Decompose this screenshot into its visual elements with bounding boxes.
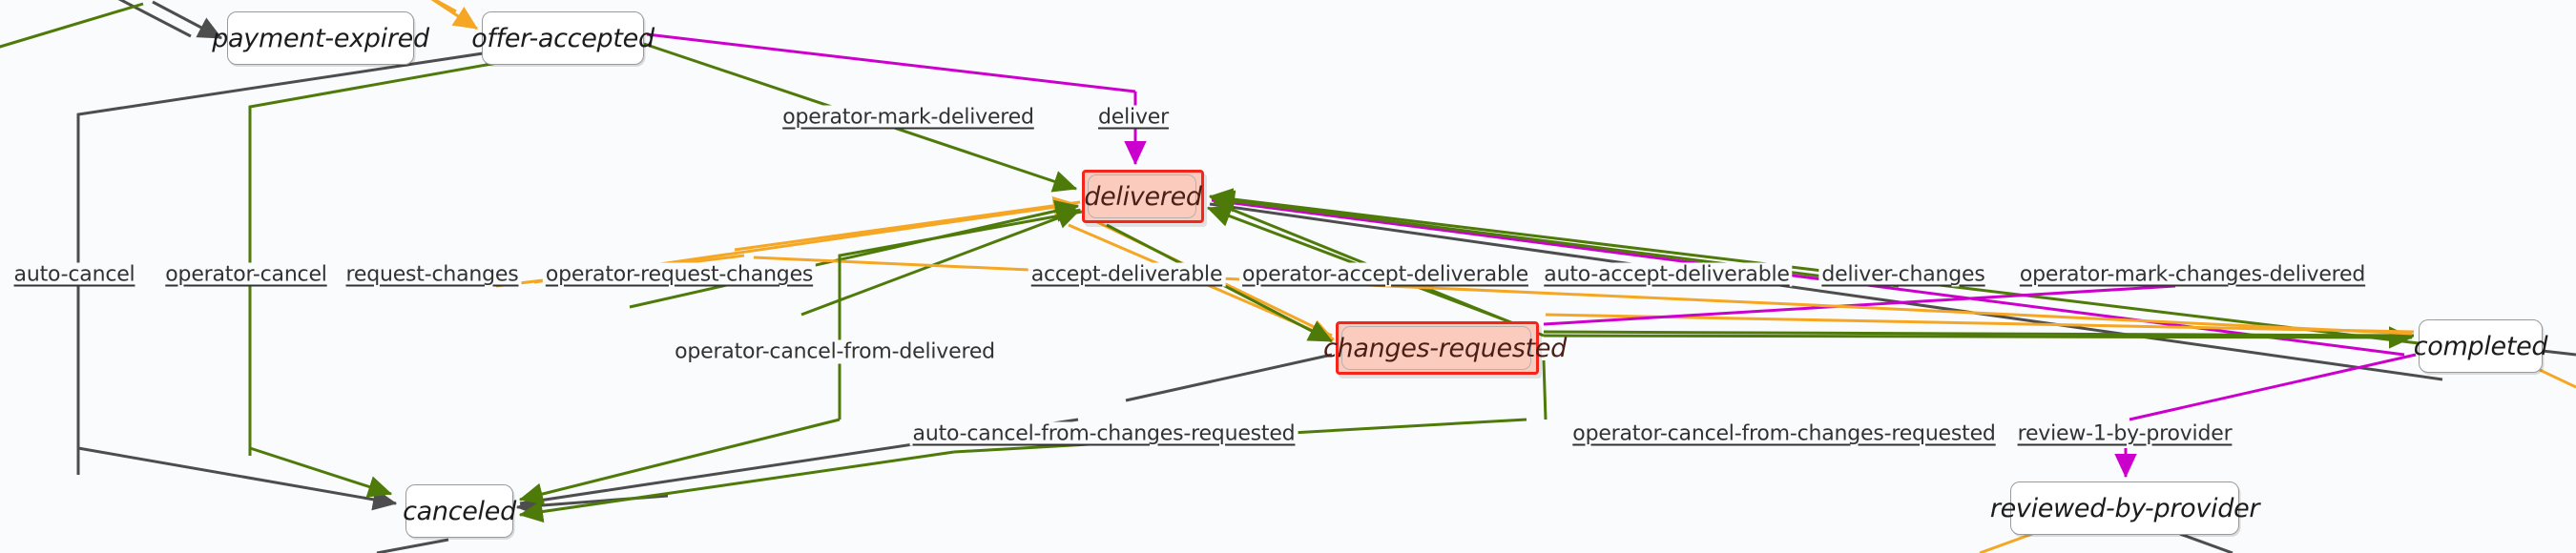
edge-label-accept-deliverable[interactable]: accept-deliverable (1028, 262, 1226, 287)
edge-label-request-changes[interactable]: request-changes (343, 262, 522, 287)
edge-label-auto-accept-deliverable[interactable]: auto-accept-deliverable (1541, 262, 1793, 287)
edge-label-operator-mark-changes-delivered[interactable]: operator-mark-changes-delivered (2016, 262, 2369, 287)
edge-label-operator-mark-delivered[interactable]: operator-mark-delivered (779, 105, 1037, 130)
state-node-label: offer-accepted (471, 23, 654, 53)
state-node-offer-accepted[interactable]: offer-accepted (471, 11, 654, 65)
state-node-label: reviewed-by-provider (1989, 493, 2260, 523)
state-node-reviewed-by-provider[interactable]: reviewed-by-provider (1990, 481, 2259, 535)
state-node-label: payment-expired (212, 23, 429, 53)
edge-label-deliver-changes[interactable]: deliver-changes (1818, 262, 1988, 287)
edge-label-operator-cancel-from-changes-requested[interactable]: operator-cancel-from-changes-requested (1569, 421, 1999, 446)
edge-label-review-1-by-provider[interactable]: review-1-by-provider (2014, 421, 2235, 446)
state-node-canceled[interactable]: canceled (403, 484, 516, 538)
state-node-delivered[interactable]: delivered (1082, 170, 1204, 223)
state-node-label: completed (2413, 331, 2548, 361)
edge-label-auto-cancel-from-changes-requested[interactable]: auto-cancel-from-changes-requested (909, 421, 1298, 446)
state-node-changes-requested[interactable]: changes-requested (1323, 321, 1567, 375)
state-node-completed[interactable]: completed (2414, 319, 2548, 373)
edge-label-operator-request-changes[interactable]: operator-request-changes (542, 262, 817, 287)
state-node-label: delivered (1084, 181, 1202, 212)
edge-label-deliver[interactable]: deliver (1095, 105, 1172, 130)
edge-label-operator-accept-deliverable[interactable]: operator-accept-deliverable (1239, 262, 1531, 287)
state-node-label: canceled (403, 496, 516, 526)
state-node-payment-expired[interactable]: payment-expired (212, 11, 429, 65)
edge-label-operator-cancel[interactable]: operator-cancel (162, 262, 330, 287)
edge-label-auto-cancel[interactable]: auto-cancel (10, 262, 138, 287)
edge-label-operator-cancel-from-delivered[interactable]: operator-cancel-from-delivered (672, 339, 998, 364)
state-node-label: changes-requested (1322, 333, 1568, 363)
